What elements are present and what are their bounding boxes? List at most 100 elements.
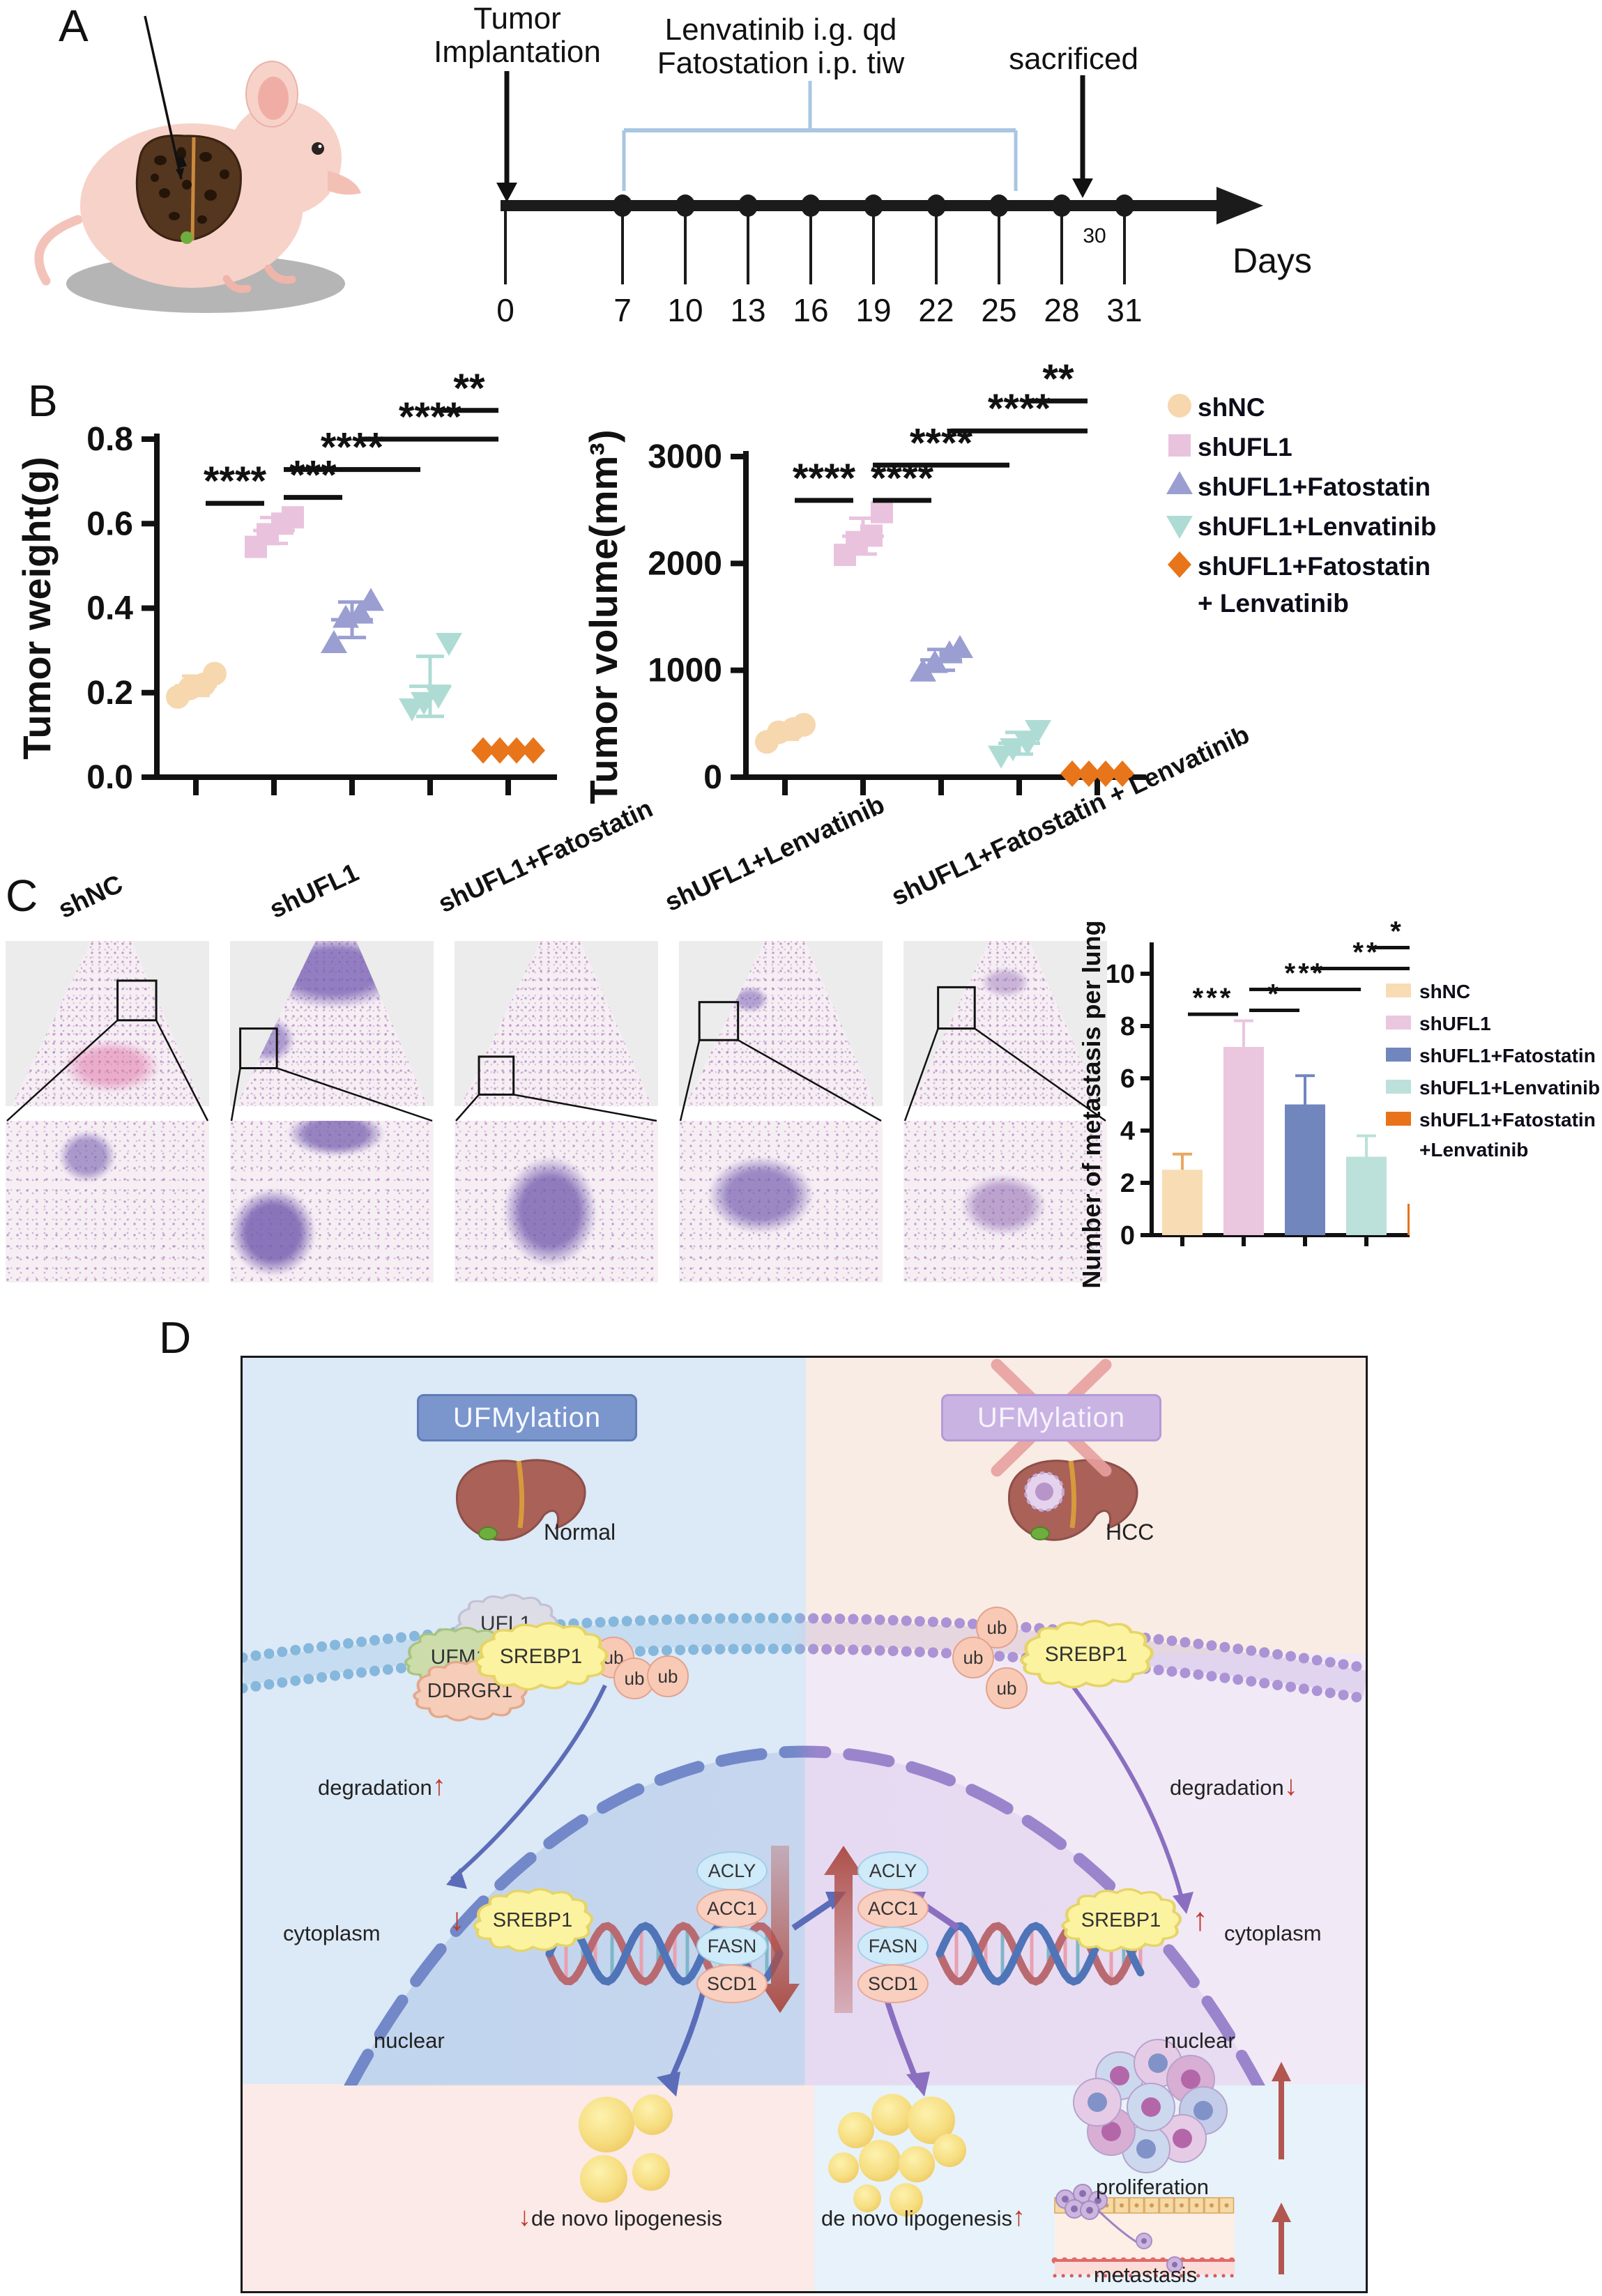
histology-label-0: shNC [54,869,128,924]
scatter-group-0 [166,661,227,709]
lung-section-low-mag [6,941,209,1106]
legend-c-label-0: shNC [1419,981,1471,1002]
day-tick-3: 13 [730,292,766,328]
svg-text:*: * [1267,979,1281,1010]
legend-b-label-0: shNC [1198,392,1265,422]
diagram-linework [243,1359,1366,2278]
svg-text:8: 8 [1120,1012,1135,1041]
svg-text:***: *** [289,453,337,498]
inset-annotation [903,986,1106,1122]
down-arrow-icon: ↓ [518,2203,531,2232]
day-tick-7: 25 [981,292,1017,328]
legend-b-item-1: shUFL1 [1166,427,1436,467]
tumor-implantation-label: Tumor [473,1,561,36]
svg-text:0.8: 0.8 [86,421,133,458]
triangle-up-marker-icon [1166,471,1198,503]
svg-text:1000: 1000 [648,652,722,689]
enzyme-right-fasn: FASN [857,1927,929,1966]
scatter-group-0 [755,712,816,754]
histology-column-0 [6,941,209,1284]
legend-c-item-4: shUFL1+Fatostatin [1386,1104,1600,1136]
legend-c-label-4: shUFL1+Fatostatin [1419,1109,1596,1131]
day-tick-9: 31 [1106,292,1143,328]
ufmylation-text-right: UFMylation [977,1402,1126,1433]
ufmylation-badge-left: UFMylation [417,1394,637,1441]
legend-b-label-3: shUFL1+Lenvatinib [1198,512,1437,541]
bar-0 [1162,1170,1203,1235]
day-tick-0: 0 [496,292,514,328]
lung-section-high-mag [455,1121,658,1283]
square-marker-icon [1166,431,1198,463]
cell-cluster-icon [1073,2039,1228,2173]
bar-4 [1408,1204,1410,1235]
swatch-icon [1386,1047,1419,1065]
scatter-group-1 [834,500,893,567]
svg-text:**: ** [1042,359,1074,401]
normal-liver-label: Normal [544,1520,616,1545]
mouse-illustration [34,15,361,313]
svg-text:4: 4 [1120,1117,1135,1146]
svg-text:****: **** [399,395,462,440]
svg-text:2: 2 [1120,1169,1135,1198]
lung-section-low-mag [679,941,883,1106]
day-tick-1: 7 [613,292,632,328]
timeline-graphic [496,71,1263,284]
swatch-icon [1386,1079,1419,1097]
srebp1-free: SREBP1 [1016,1619,1156,1690]
ufmylation-badge-right: UFMylation [941,1394,1161,1441]
ubiquitin-5: ub [986,1667,1028,1709]
bar-3 [1346,1156,1387,1235]
scatter-group-3 [399,633,462,721]
svg-text:*: * [1390,917,1404,947]
svg-text:****: **** [910,420,973,466]
swatch-icon [1386,1015,1419,1033]
histology-label-1: shUFL1 [265,857,363,924]
cytoplasm-right-label: cytoplasm [1224,1921,1322,1945]
bg-bottom-left [243,2084,814,2291]
svg-text:****: **** [321,425,384,470]
down-arrow-icon: ↓ [1283,1770,1298,1801]
day-tick-6: 22 [918,292,954,328]
panel-b-label: B [28,376,58,426]
svg-text:**: ** [1352,937,1380,968]
srebp1-up-arrow-icon: ↑ [1192,1901,1208,1937]
legend-b-label-1: shUFL1 [1198,432,1292,461]
legend-c-label-2: shUFL1+Fatostatin [1419,1045,1596,1066]
sacrificed-label: sacrificed [1009,42,1138,76]
enzyme-right-scd1: SCD1 [857,1964,929,2003]
legend-c-label-3: shUFL1+Lenvatinib [1419,1077,1601,1099]
panel-a-label: A [59,1,89,51]
histology-column-2 [455,941,658,1284]
hcc-liver-label: HCC [1106,1520,1154,1545]
srebp1-free-text: SREBP1 [1044,1643,1128,1666]
svg-text:10: 10 [1106,960,1135,989]
treatment-label-2: Fatostation i.p. tiw [657,46,905,80]
legend-c-label-4-line2: +Lenvatinib [1419,1139,1529,1161]
bar-2 [1285,1104,1325,1235]
tissue-icon [1051,2184,1238,2278]
enzyme-left-scd1: SCD1 [696,1964,768,2003]
up-arrow-icon: ↑ [1012,2203,1026,2232]
enzyme-left-acly: ACLY [696,1851,768,1890]
svg-text:6: 6 [1120,1064,1135,1094]
lung-section-high-mag [6,1121,209,1283]
day-tick-8: 28 [1044,292,1080,328]
tumor-implantation-label2: Implantation [434,35,601,69]
svg-text:Number of metastasis per lung: Number of metastasis per lung [1082,920,1106,1287]
enzyme-right-acc1: ACC1 [857,1889,929,1928]
day-tick-5: 19 [855,292,892,328]
svg-text:***: *** [1193,983,1234,1013]
srebp1-nuclear-left: SREBP1 [470,1888,595,1954]
legend-b-item-4: shUFL1+Fatostatin [1166,546,1436,586]
legend-b-item-0: shNC [1166,388,1436,427]
inset-annotation [679,1001,882,1122]
scatter-group-1 [245,506,304,558]
legend-c-label-1: shUFL1 [1419,1013,1491,1034]
treatment-label-1: Lenvatinib i.g. qd [664,13,897,47]
normal-liver-icon [455,1459,586,1541]
lung-section-low-mag [455,941,658,1106]
